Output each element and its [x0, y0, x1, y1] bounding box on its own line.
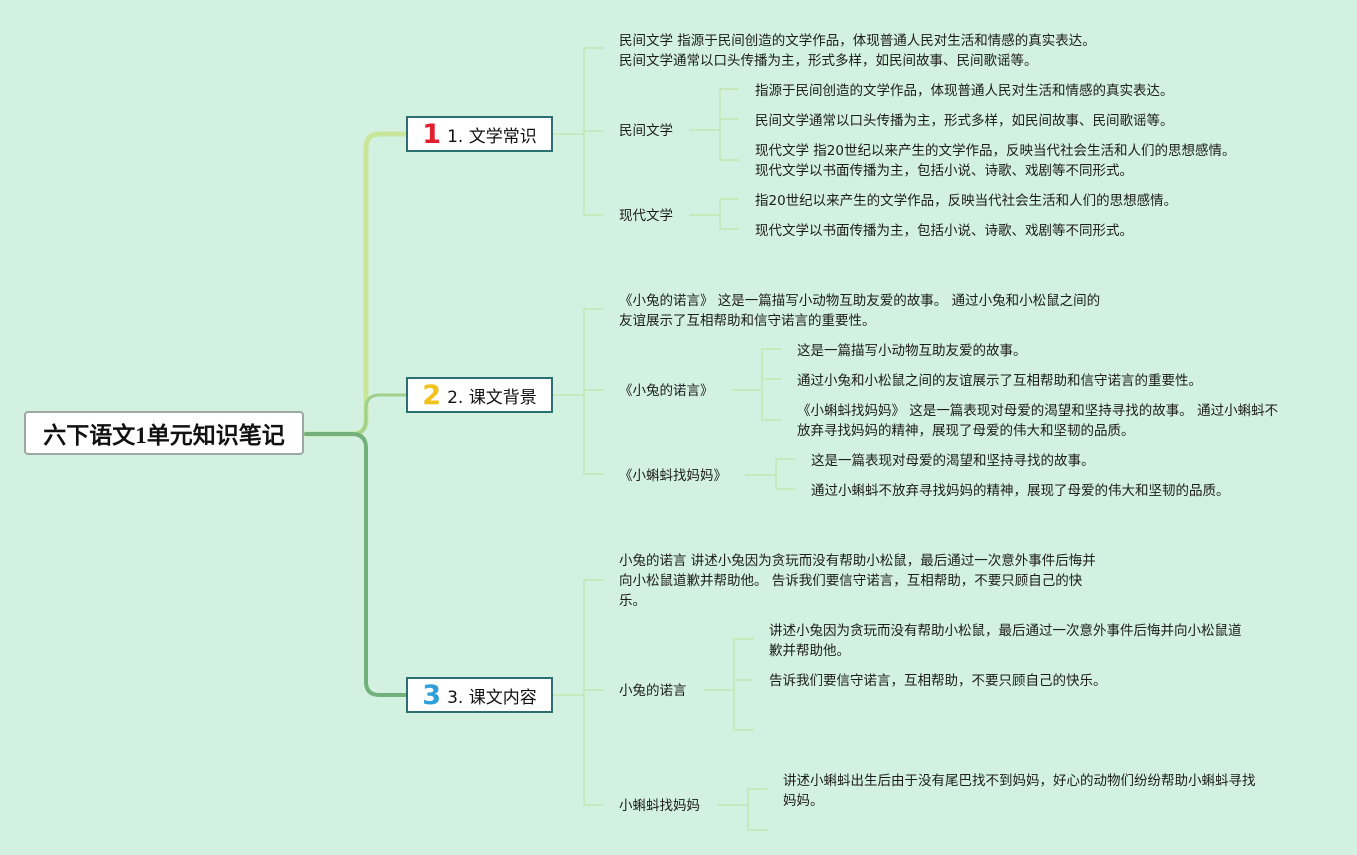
root-connector-2: [304, 393, 408, 436]
number-1-icon: 1: [422, 118, 442, 150]
topic-label[interactable]: 小兔的诺言: [619, 683, 687, 699]
text-line: 讲述小蝌蚪出生后由于没有尾巴找不到妈妈，好心的动物们纷纷帮助小蝌蚪寻找: [783, 773, 1256, 789]
branch-label: 2. 课文背景: [447, 387, 537, 408]
leaf-text[interactable]: 《小蝌蚪找妈妈》 这是一篇表现对母爱的渴望和坚持寻找的故事。 通过小蝌蚪不 放弃…: [797, 401, 1278, 441]
leaf-text[interactable]: 通过小蝌蚪不放弃寻找妈妈的精神，展现了母爱的伟大和坚韧的品质。: [811, 481, 1230, 501]
summary-text[interactable]: 民间文学 指源于民间创造的文学作品，体现普通人民对生活和情感的真实表达。 民间文…: [619, 31, 1096, 71]
text-line: 放弃寻找妈妈的精神，展现了母爱的伟大和坚韧的品质。: [797, 423, 1135, 439]
root-title: 六下语文1单元知识笔记: [43, 423, 285, 448]
branch-label: 1. 文学常识: [447, 126, 537, 147]
leaf-text[interactable]: 讲述小蝌蚪出生后由于没有尾巴找不到妈妈，好心的动物们纷纷帮助小蝌蚪寻找 妈妈。: [783, 771, 1256, 811]
topic-label[interactable]: 民间文学: [619, 123, 673, 139]
topic-label[interactable]: 《小蝌蚪找妈妈》: [619, 468, 727, 484]
text-line: 指20世纪以来产生的文学作品，反映当代社会生活和人们的思想感情。: [755, 193, 1178, 209]
branch-node-content[interactable]: 3 3. 课文内容: [406, 677, 553, 713]
branch-node-background[interactable]: 2 2. 课文背景: [406, 377, 553, 413]
text-line: 这是一篇表现对母爱的渴望和坚持寻找的故事。: [811, 453, 1095, 469]
text-line: 通过小蝌蚪不放弃寻找妈妈的精神，展现了母爱的伟大和坚韧的品质。: [811, 483, 1230, 499]
text-line: 民间文学 指源于民间创造的文学作品，体现普通人民对生活和情感的真实表达。: [619, 33, 1096, 49]
root-connector-1: [303, 131, 409, 437]
text-line: 歉并帮助他。: [769, 643, 850, 659]
text-line: 乐。: [619, 593, 646, 609]
leaf-text[interactable]: 这是一篇描写小动物互助友爱的故事。: [797, 341, 1027, 361]
text-line: 现代文学以书面传播为主，包括小说、诗歌、戏剧等不同形式。: [755, 163, 1133, 179]
text-line: 《小蝌蚪找妈妈》 这是一篇表现对母爱的渴望和坚持寻找的故事。 通过小蝌蚪不: [797, 403, 1279, 419]
leaf-text[interactable]: 这是一篇表现对母爱的渴望和坚持寻找的故事。: [811, 451, 1095, 471]
text-line: 友谊展示了互相帮助和信守诺言的重要性。: [619, 313, 876, 329]
number-2-icon: 2: [422, 379, 442, 411]
text-line: 《小兔的诺言》 这是一篇描写小动物互助友爱的故事。 通过小兔和小松鼠之间的: [619, 293, 1101, 309]
text-line: 现代文学 指20世纪以来产生的文学作品，反映当代社会生活和人们的思想感情。: [755, 143, 1236, 159]
topic-label[interactable]: 小蝌蚪找妈妈: [619, 798, 700, 814]
text-line: 民间文学通常以口头传播为主，形式多样，如民间故事、民间歌谣等。: [619, 53, 1038, 69]
text-line: 通过小兔和小松鼠之间的友谊展示了互相帮助和信守诺言的重要性。: [797, 373, 1202, 389]
leaf-text[interactable]: 指源于民间创造的文学作品，体现普通人民对生活和情感的真实表达。: [755, 81, 1174, 101]
leaf-text[interactable]: 告诉我们要信守诺言，互相帮助，不要只顾自己的快乐。: [769, 671, 1107, 691]
leaf-text[interactable]: 民间文学通常以口头传播为主，形式多样，如民间故事、民间歌谣等。: [755, 111, 1174, 131]
branch-label: 3. 课文内容: [447, 687, 537, 708]
text-line: 现代文学以书面传播为主，包括小说、诗歌、戏剧等不同形式。: [755, 223, 1133, 239]
text-line: 讲述小兔因为贪玩而没有帮助小松鼠，最后通过一次意外事件后悔并向小松鼠道: [769, 623, 1242, 639]
text-line: 妈妈。: [783, 793, 824, 809]
branch-node-literature[interactable]: 1 1. 文学常识: [406, 116, 553, 152]
text-line: 这是一篇描写小动物互助友爱的故事。: [797, 343, 1027, 359]
text-line: 指源于民间创造的文学作品，体现普通人民对生活和情感的真实表达。: [755, 83, 1174, 99]
leaf-text[interactable]: 指20世纪以来产生的文学作品，反映当代社会生活和人们的思想感情。: [755, 191, 1177, 211]
topic-label[interactable]: 现代文学: [619, 208, 673, 224]
root-node[interactable]: 六下语文1单元知识笔记: [24, 411, 304, 455]
leaf-text[interactable]: 现代文学以书面传播为主，包括小说、诗歌、戏剧等不同形式。: [755, 221, 1133, 241]
number-3-icon: 3: [422, 679, 442, 711]
topic-label[interactable]: 《小兔的诺言》: [619, 383, 714, 399]
text-line: 民间文学通常以口头传播为主，形式多样，如民间故事、民间歌谣等。: [755, 113, 1174, 129]
summary-text[interactable]: 《小兔的诺言》 这是一篇描写小动物互助友爱的故事。 通过小兔和小松鼠之间的 友谊…: [619, 291, 1100, 331]
text-line: 告诉我们要信守诺言，互相帮助，不要只顾自己的快乐。: [769, 673, 1107, 689]
leaf-text[interactable]: 讲述小兔因为贪玩而没有帮助小松鼠，最后通过一次意外事件后悔并向小松鼠道 歉并帮助…: [769, 621, 1242, 661]
leaf-text[interactable]: 通过小兔和小松鼠之间的友谊展示了互相帮助和信守诺言的重要性。: [797, 371, 1202, 391]
text-line: 向小松鼠道歉并帮助他。 告诉我们要信守诺言，互相帮助，不要只顾自己的快: [619, 573, 1083, 589]
text-line: 小兔的诺言 讲述小兔因为贪玩而没有帮助小松鼠，最后通过一次意外事件后悔并: [619, 553, 1096, 569]
root-connector-3: [304, 432, 408, 697]
leaf-text[interactable]: 现代文学 指20世纪以来产生的文学作品，反映当代社会生活和人们的思想感情。 现代…: [755, 141, 1235, 181]
summary-text[interactable]: 小兔的诺言 讲述小兔因为贪玩而没有帮助小松鼠，最后通过一次意外事件后悔并 向小松…: [619, 551, 1096, 611]
